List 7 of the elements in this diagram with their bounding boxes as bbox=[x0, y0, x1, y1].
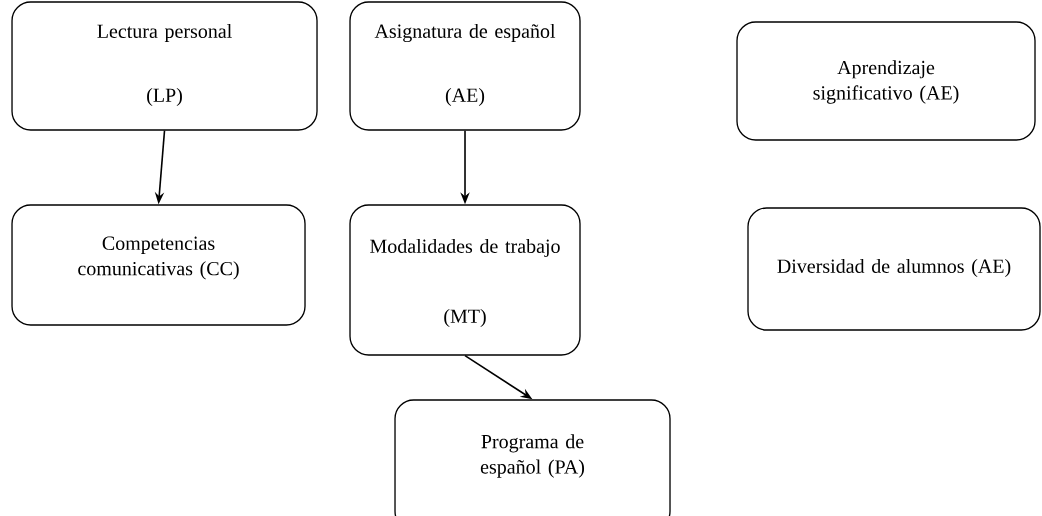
process-box: Competencias comunicativas (CC) bbox=[11, 204, 306, 326]
process-box: Aprendizaje significativo (AE) bbox=[736, 21, 1036, 141]
process-box: Modalidades de trabajo (MT) bbox=[349, 204, 581, 356]
process-box: Programa de español (PA) bbox=[394, 399, 671, 516]
process-box: Diversidad de alumnos (AE) bbox=[747, 207, 1041, 331]
process-box: Lectura personal (LP) bbox=[11, 1, 318, 131]
process-box: Asignatura de español (AE) bbox=[349, 1, 581, 131]
